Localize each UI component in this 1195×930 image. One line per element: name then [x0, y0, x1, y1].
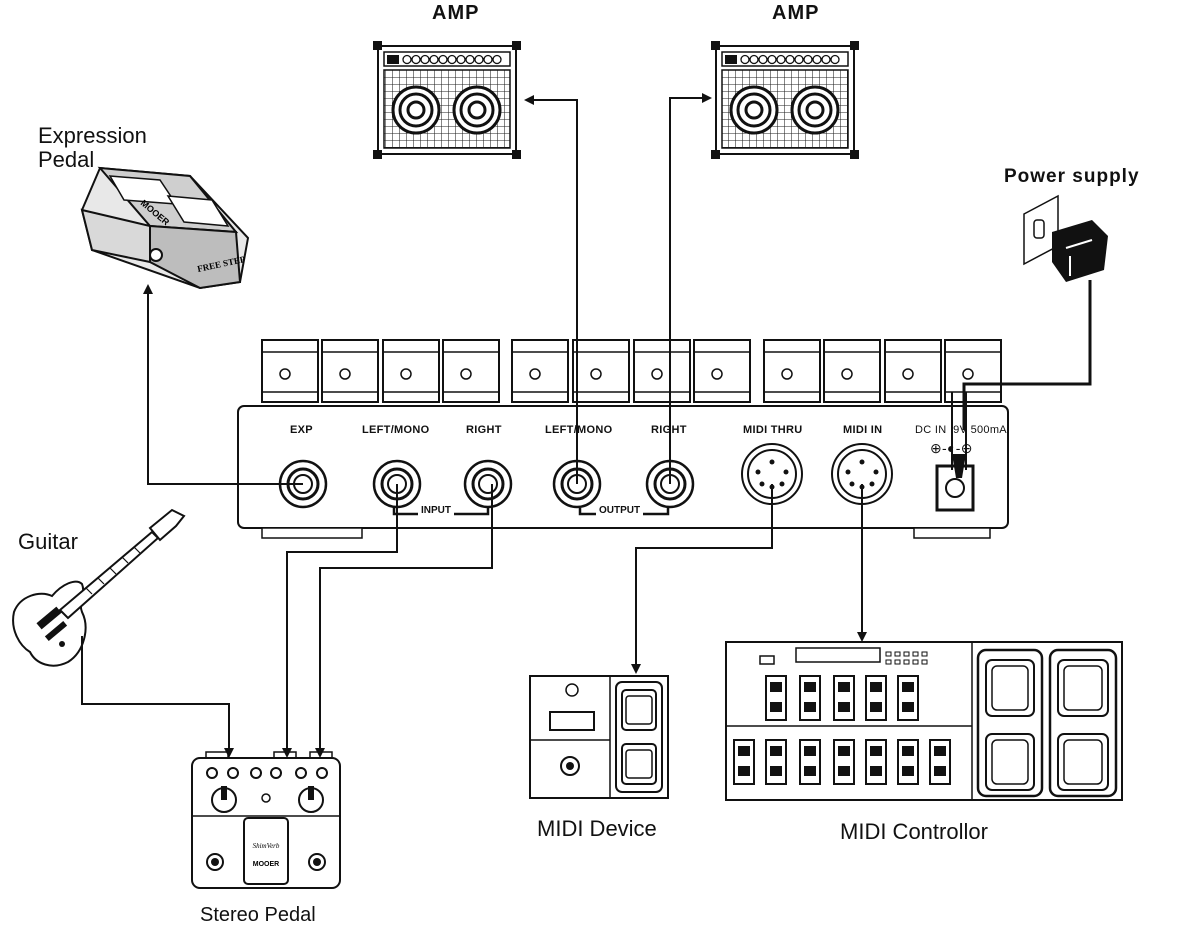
- jack-label-midi-in: MIDI IN: [843, 424, 883, 436]
- output-group-label: OUTPUT: [596, 505, 644, 516]
- guitar-label: Guitar: [18, 529, 78, 554]
- cable-midi-thru: [631, 484, 773, 674]
- stereo-pedal-image: ShimVerb MOOER: [191, 751, 341, 889]
- cable-in-right: [315, 484, 493, 758]
- polarity-symbol: ⊕-◐-⊖: [930, 440, 973, 456]
- cable-in-left: [282, 484, 398, 758]
- amp-left: [373, 41, 521, 159]
- jack-label-exp: EXP: [290, 424, 313, 436]
- midi-controller-label: MIDI Controllor: [840, 819, 988, 844]
- cable-exp: [143, 284, 303, 485]
- midi-controller-image: [725, 641, 1123, 801]
- cable-out-left: [524, 95, 578, 484]
- amp-right: [711, 41, 859, 159]
- svg-text:MOOER: MOOER: [253, 861, 279, 868]
- cable-power: [962, 280, 1092, 430]
- svg-text:ShimVerb: ShimVerb: [253, 842, 280, 850]
- jack-label-output-left: LEFT/MONO: [545, 424, 613, 436]
- amp-left-label: AMP: [432, 2, 480, 24]
- input-group-label: INPUT: [418, 505, 454, 516]
- power-supply-label: Power supply: [1004, 166, 1140, 187]
- stereo-pedal-label: Stereo Pedal: [200, 904, 316, 926]
- jack-label-input-left: LEFT/MONO: [362, 424, 430, 436]
- cable-guitar: [81, 636, 234, 758]
- jack-label-output-right: RIGHT: [651, 424, 687, 436]
- cable-out-right: [669, 93, 712, 484]
- power-supply-image: [1023, 194, 1108, 282]
- midi-device-image: [529, 675, 669, 799]
- jack-label-dc-in: DC IN 9V 500mA: [915, 424, 1007, 436]
- amp-right-label: AMP: [772, 2, 820, 24]
- expression-pedal-label: Expression Pedal: [38, 123, 147, 172]
- cables: [81, 93, 1092, 758]
- midi-device-label: MIDI Device: [537, 816, 657, 841]
- dc-plug: [952, 454, 966, 478]
- jack-label-input-right: RIGHT: [466, 424, 502, 436]
- expression-pedal-image: FREE STEP MOOER: [80, 166, 250, 290]
- jack-label-midi-thru: MIDI THRU: [743, 424, 803, 436]
- guitar-image: [12, 508, 186, 667]
